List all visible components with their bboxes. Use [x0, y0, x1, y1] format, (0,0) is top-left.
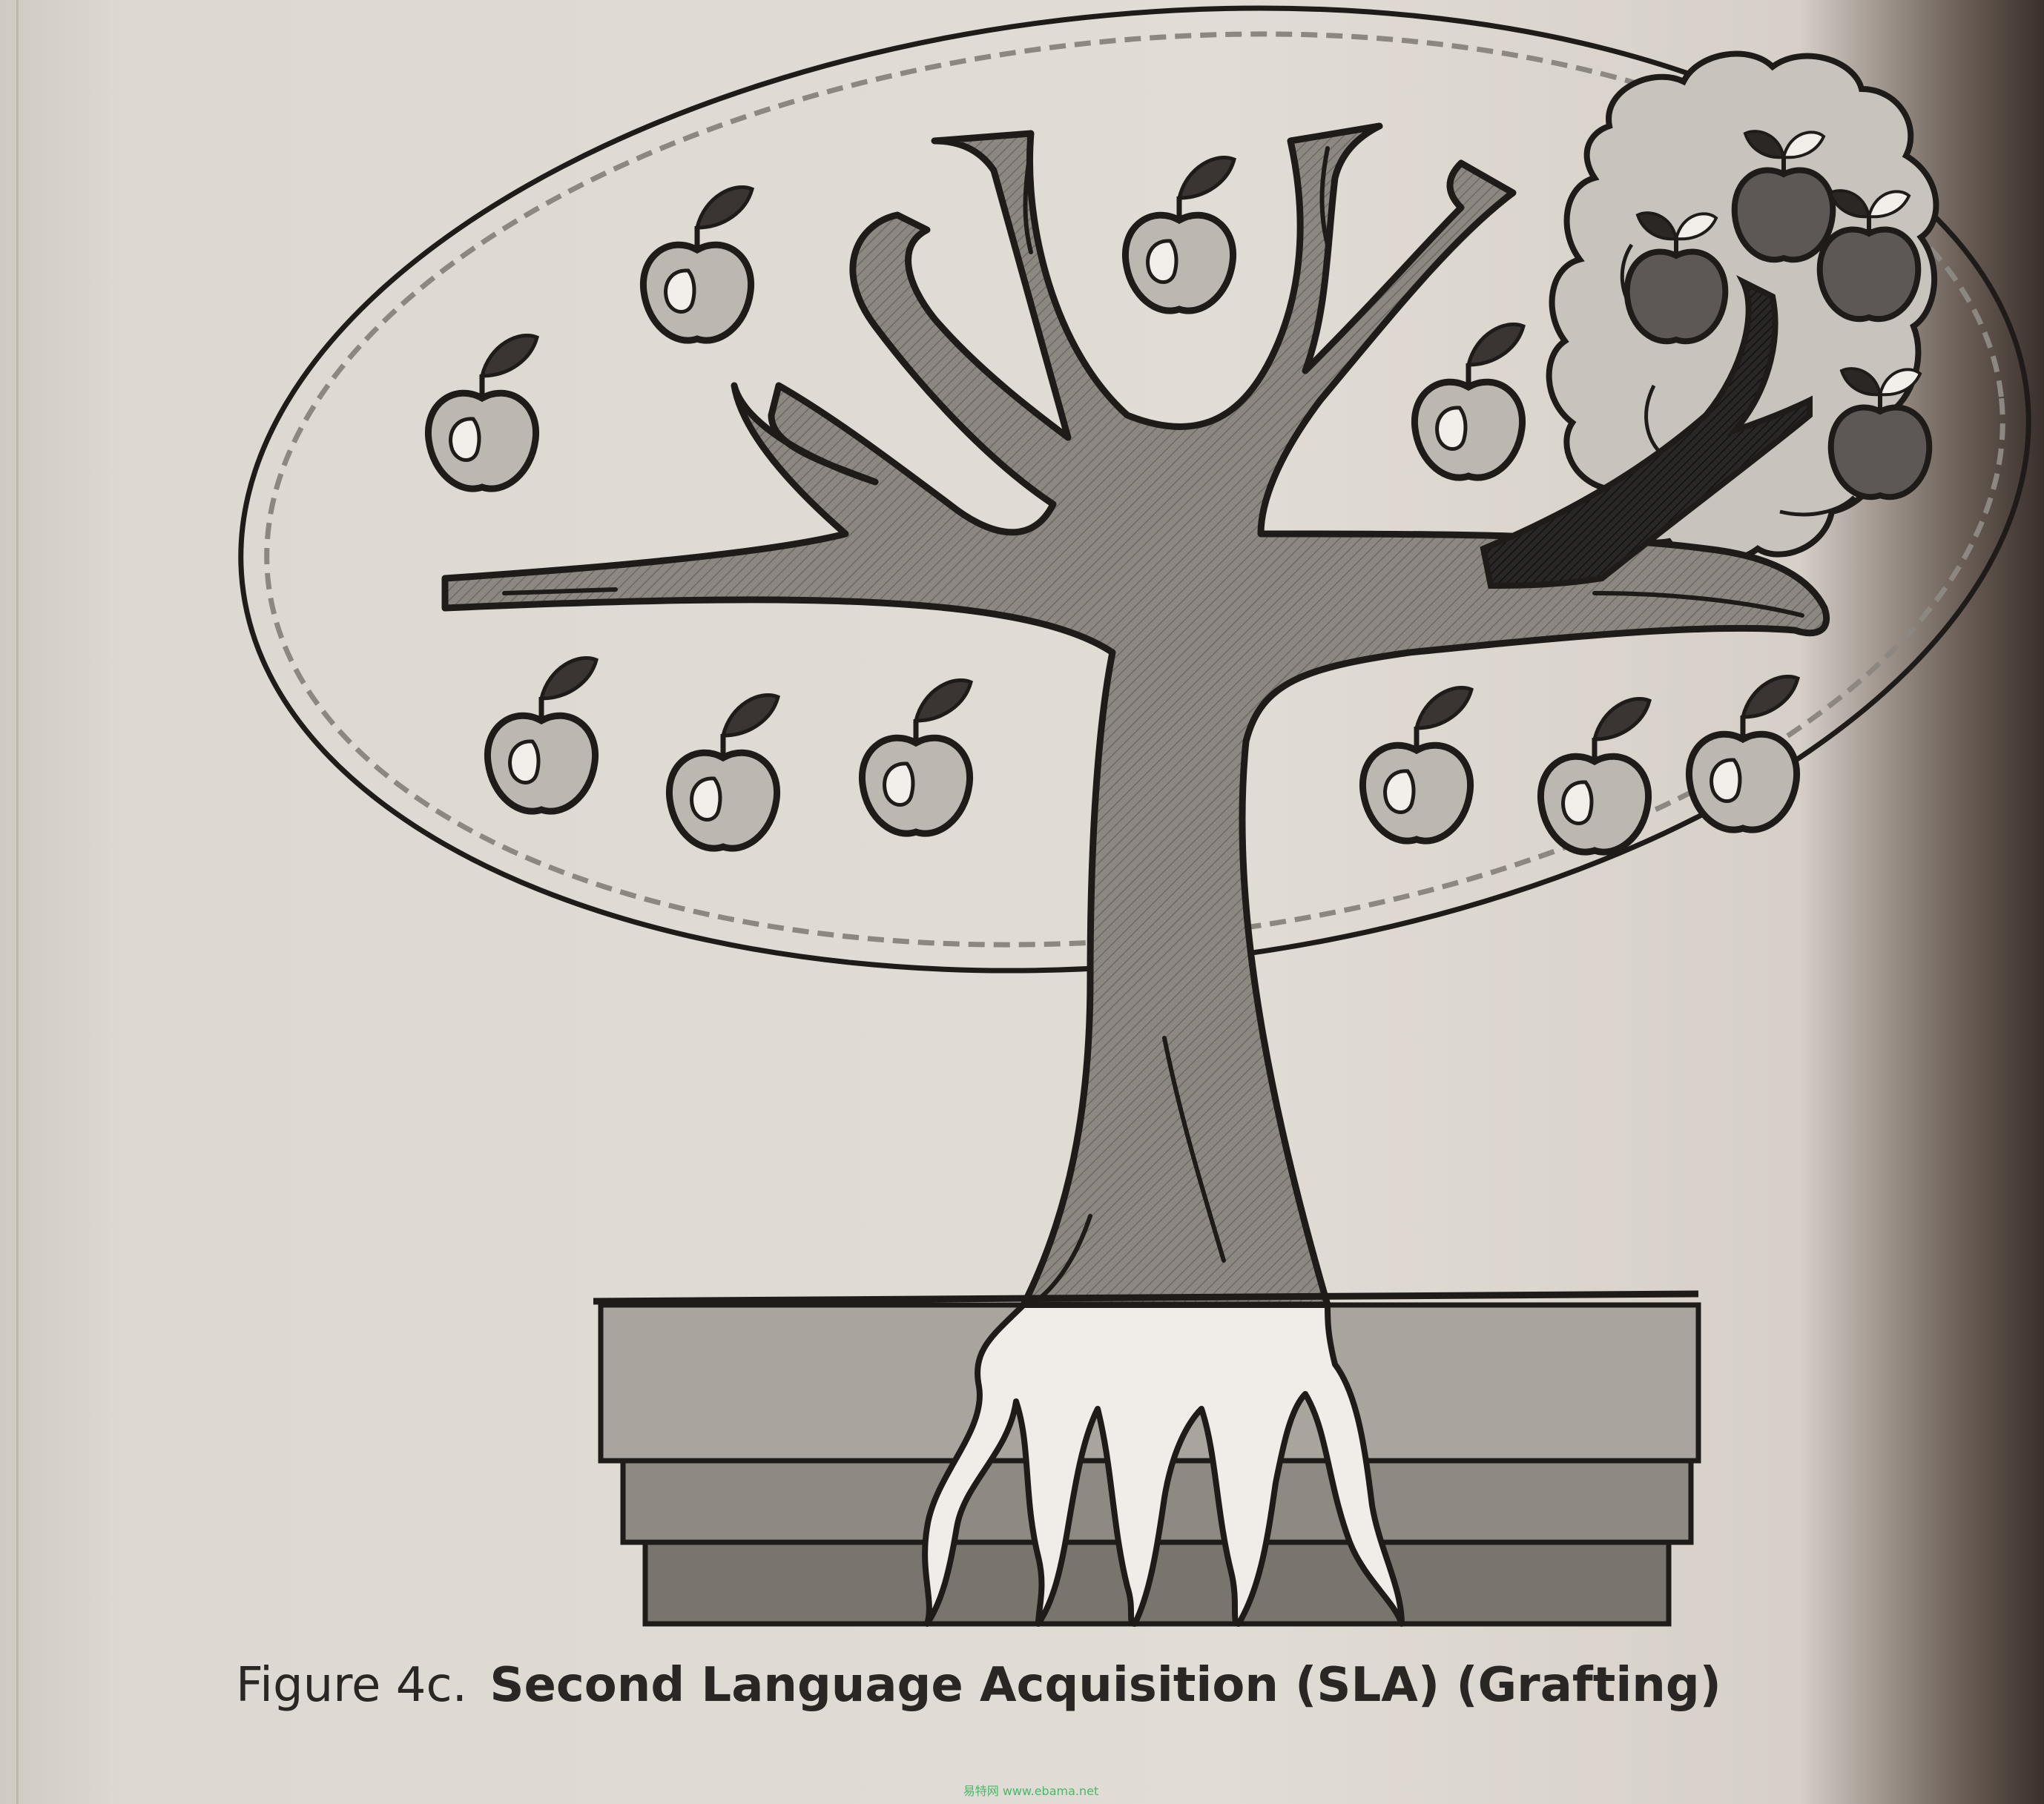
- tree-trunk: [441, 122, 1830, 1309]
- watermark: 易特网 www.ebama.net: [963, 1784, 1099, 1798]
- figure-title: Second Language Acquisition (SLA) (Graft…: [489, 1658, 1721, 1713]
- pot-rim: [593, 1290, 1699, 1305]
- graft-branch: [1480, 275, 1813, 589]
- figure-label: Figure 4c.: [236, 1658, 467, 1713]
- figure-caption: Figure 4c. Second Language Acquisition (…: [236, 1658, 1721, 1713]
- page-edge: [16, 0, 19, 1804]
- roots-icon: [922, 1302, 1405, 1627]
